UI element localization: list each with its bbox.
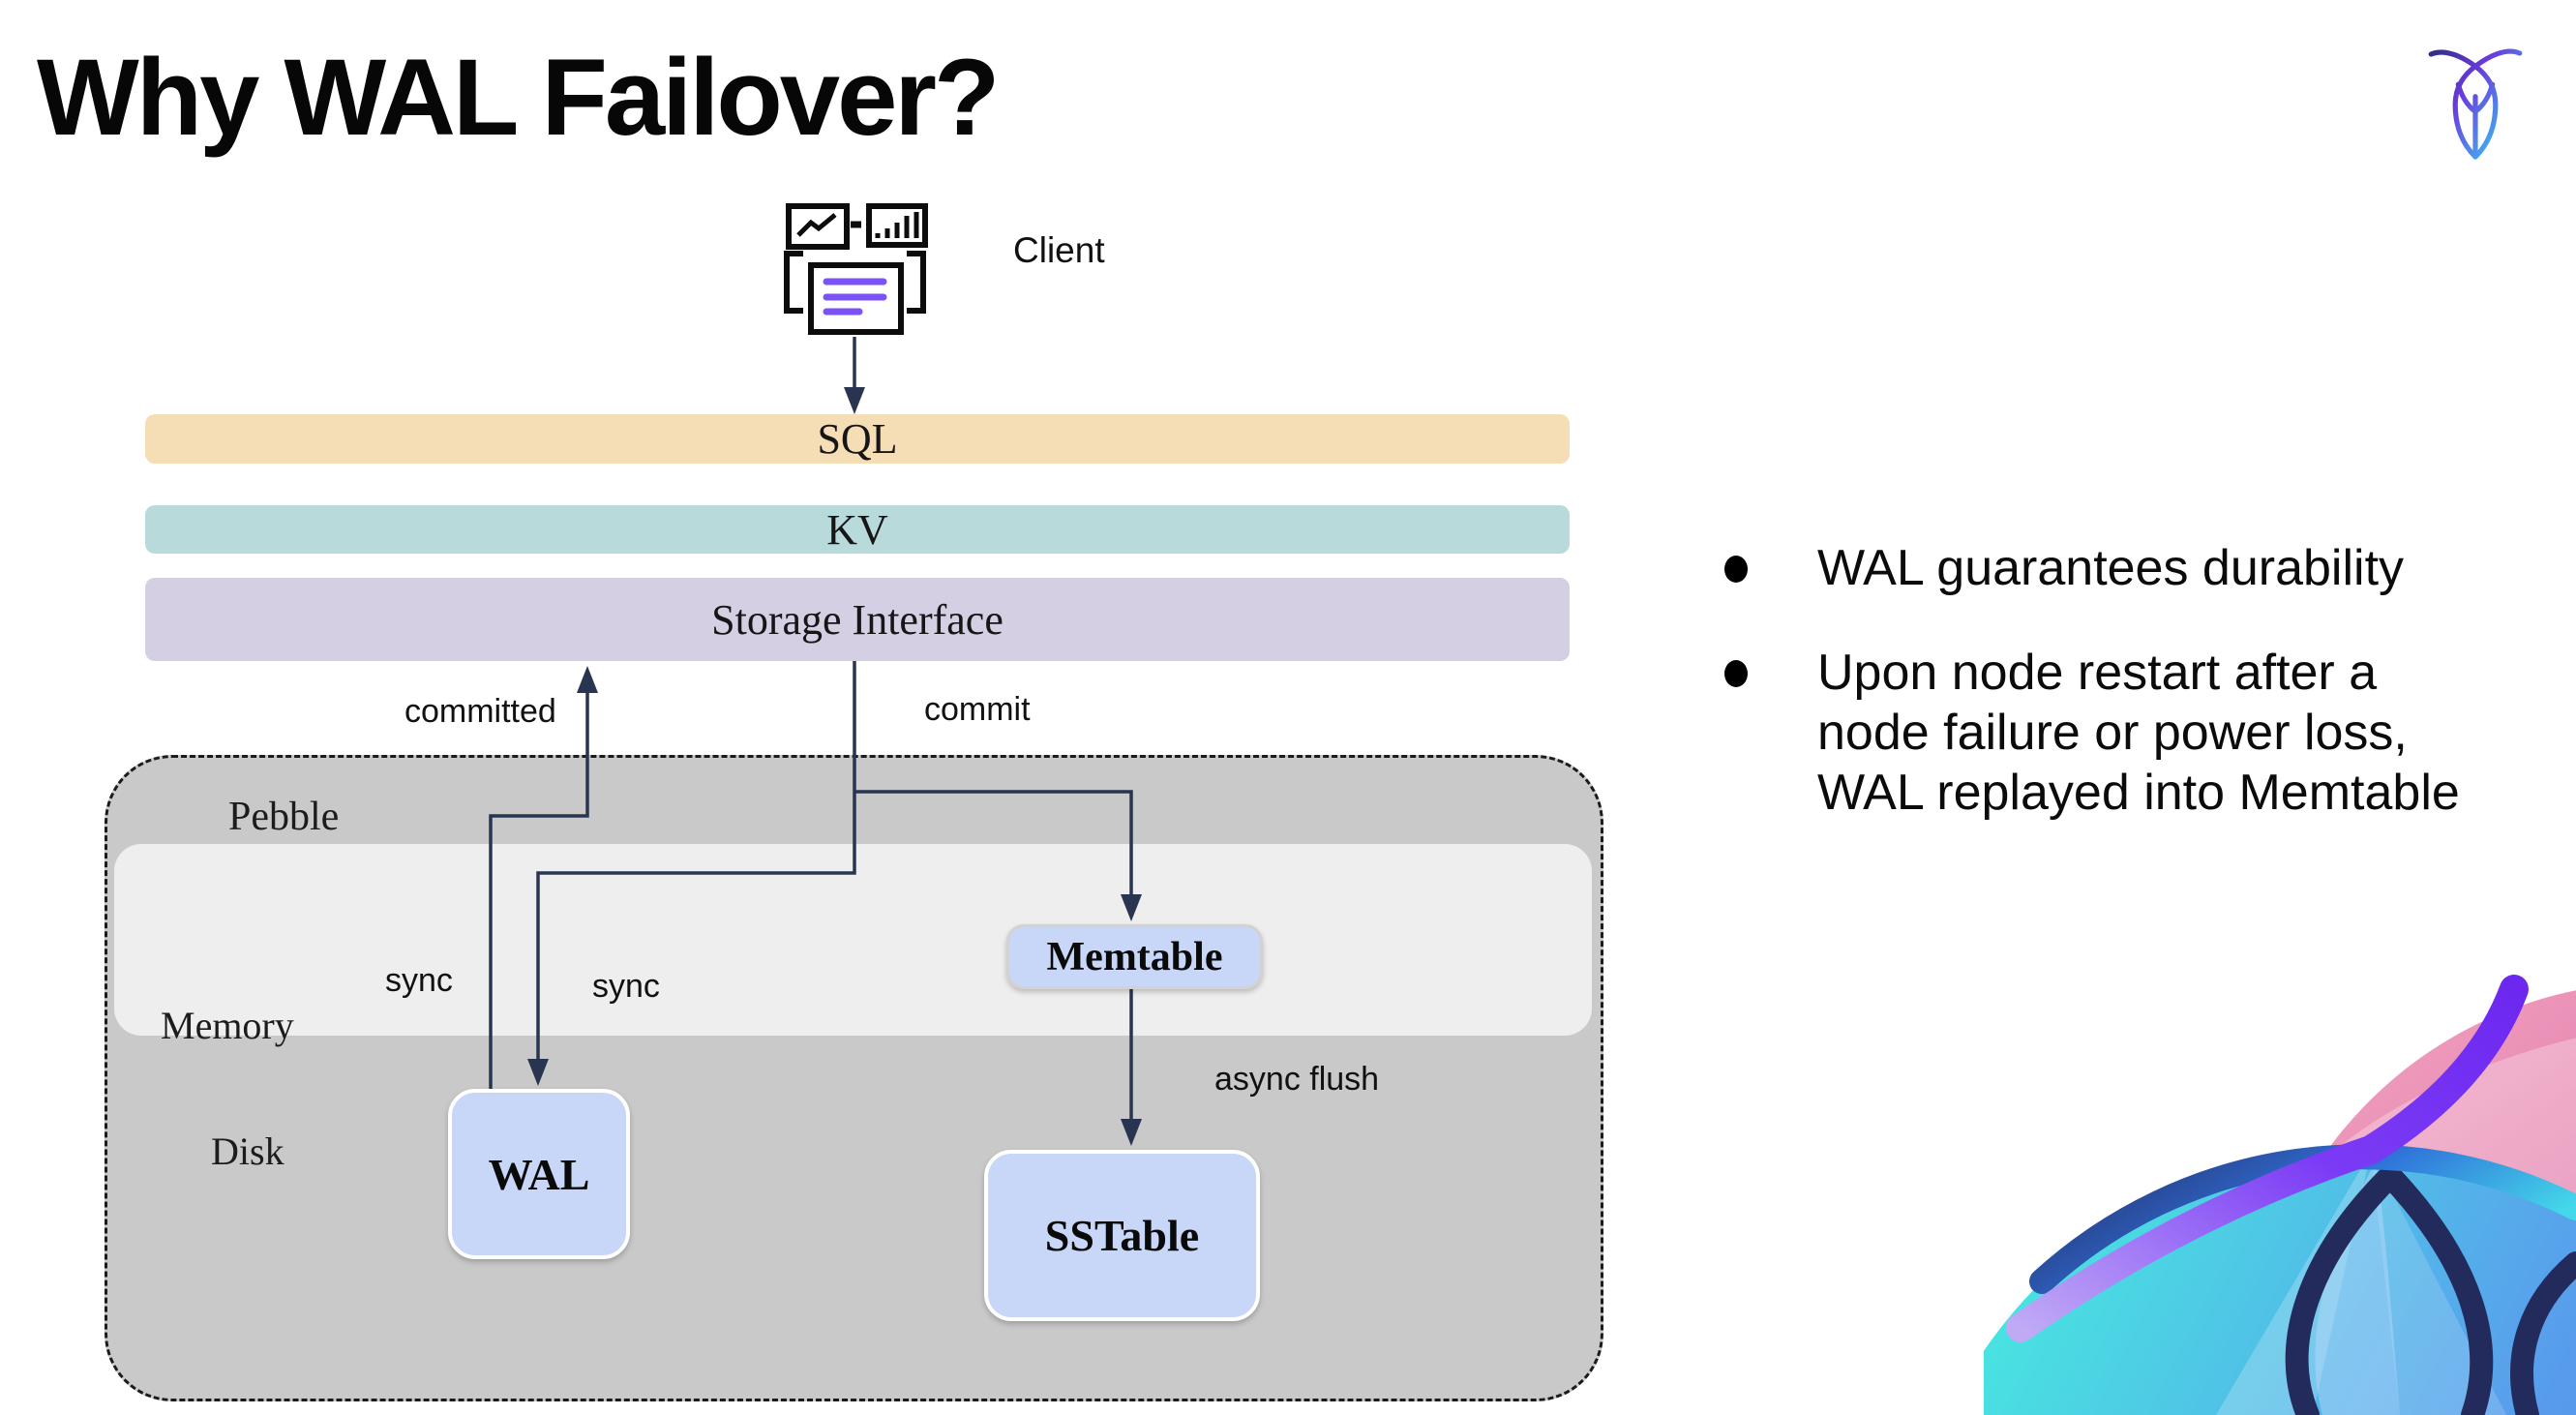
layer-bar-sql: SQL xyxy=(145,414,1570,464)
layer-bar-kv: KV xyxy=(145,505,1570,554)
page-title: Why WAL Failover? xyxy=(37,37,1000,158)
client-devices-icon xyxy=(784,203,928,335)
list-item: WAL guarantees durability xyxy=(1724,538,2479,598)
bullet-list: WAL guarantees durability Upon node rest… xyxy=(1724,538,2479,867)
node-sstable-label: SSTable xyxy=(1044,1211,1200,1260)
list-item: Upon node restart after a node failure o… xyxy=(1724,643,2479,823)
document-icon xyxy=(808,262,904,335)
line-chart-icon xyxy=(786,203,850,250)
bracket-left-icon xyxy=(784,251,803,314)
memory-band xyxy=(114,844,1592,1036)
layer-bar-storage-interface: Storage Interface xyxy=(145,578,1570,661)
bullet-dot xyxy=(1724,660,1748,687)
disk-label: Disk xyxy=(211,1129,285,1173)
pebble-label: Pebble xyxy=(228,795,340,839)
arrowhead-down-sql xyxy=(844,387,865,414)
bullet-text-line: node failure or power loss, xyxy=(1817,705,2408,761)
layer-bar-sql-label: SQL xyxy=(817,415,898,463)
arrowhead-up-storage xyxy=(577,666,598,693)
bullet-text-line: WAL replayed into Memtable xyxy=(1817,765,2460,821)
node-wal-label: WAL xyxy=(488,1149,590,1199)
bar-chart-icon xyxy=(866,203,928,248)
cockroachdb-mark-icon xyxy=(2428,48,2523,160)
edge-label-committed: committed xyxy=(404,693,556,730)
memory-label: Memory xyxy=(161,1004,294,1047)
client-label: Client xyxy=(1013,230,1105,270)
bracket-right-icon xyxy=(907,251,926,314)
node-sstable: SSTable xyxy=(984,1150,1260,1321)
bullet-dot xyxy=(1724,556,1748,583)
bullet-text: WAL guarantees durability xyxy=(1817,540,2405,596)
bullet-text-line: Upon node restart after a xyxy=(1817,645,2378,701)
edge-label-sync-right: sync xyxy=(592,968,660,1005)
edge-label-commit: commit xyxy=(924,691,1031,728)
node-memtable: Memtable xyxy=(1006,924,1263,989)
edge-label-async-flush: async flush xyxy=(1214,1061,1380,1098)
brand-artwork-icon xyxy=(1984,975,2576,1415)
layer-bar-kv-label: KV xyxy=(826,505,888,554)
layer-bar-storage-label: Storage Interface xyxy=(711,595,1003,644)
node-memtable-label: Memtable xyxy=(1046,934,1223,979)
node-wal: WAL xyxy=(448,1089,630,1259)
edge-label-sync-left: sync xyxy=(385,962,453,999)
